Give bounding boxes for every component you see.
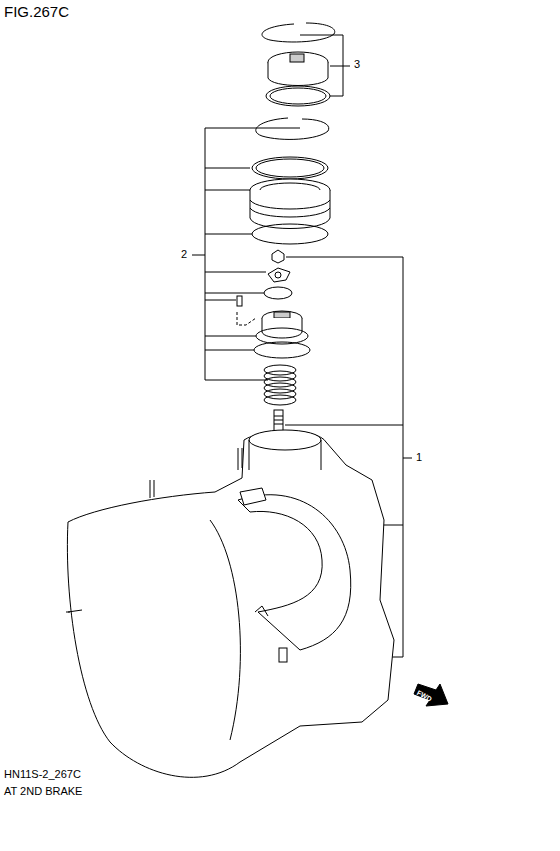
- spring: [264, 365, 296, 405]
- piston-rod-thread: [274, 416, 283, 424]
- case-stud: [150, 448, 242, 498]
- brake-band: [238, 495, 351, 650]
- callout-number: 2: [181, 248, 187, 261]
- piston-cap: [268, 62, 328, 86]
- o-ring: [252, 157, 328, 179]
- piston: [250, 190, 330, 229]
- case-stud: [66, 610, 82, 612]
- figure-code: HN11S-2_267C: [4, 768, 81, 781]
- pin: [237, 296, 242, 306]
- piston-groove: [250, 200, 330, 217]
- spring-coil: [264, 383, 296, 393]
- case-bore: [249, 440, 321, 470]
- spring-coil: [264, 377, 296, 387]
- snap-ring: [262, 23, 335, 42]
- snap-ring: [256, 118, 329, 139]
- o-ring: [254, 342, 310, 358]
- spring-coil: [264, 365, 296, 375]
- transmission-case: [67, 431, 394, 777]
- bracket: [192, 128, 300, 380]
- pin-guide: [237, 312, 256, 325]
- spring-coil: [264, 371, 296, 381]
- o-ring: [256, 159, 324, 177]
- piston-cap-plug: [290, 54, 304, 62]
- o-ring: [266, 86, 330, 106]
- fwd-arrow: [414, 684, 448, 706]
- figure-caption: AT 2ND BRAKE: [4, 785, 82, 798]
- o-ring: [270, 88, 326, 104]
- anchor-pin: [279, 648, 287, 662]
- figure-title: FIG.267C: [4, 3, 69, 20]
- spring-coil: [264, 389, 296, 399]
- spring-coil: [264, 395, 296, 405]
- o-ring: [264, 287, 292, 299]
- band-end: [255, 606, 268, 616]
- callout-number: 3: [354, 58, 360, 71]
- washer: [275, 272, 281, 278]
- callout-number: 1: [416, 451, 422, 464]
- washer: [268, 268, 290, 282]
- retainer: [274, 312, 290, 318]
- bracket: [300, 35, 350, 96]
- band-bracket: [240, 488, 266, 505]
- case-edge: [210, 520, 240, 740]
- nut: [272, 250, 284, 263]
- case-bore: [249, 430, 321, 450]
- o-ring: [252, 224, 328, 244]
